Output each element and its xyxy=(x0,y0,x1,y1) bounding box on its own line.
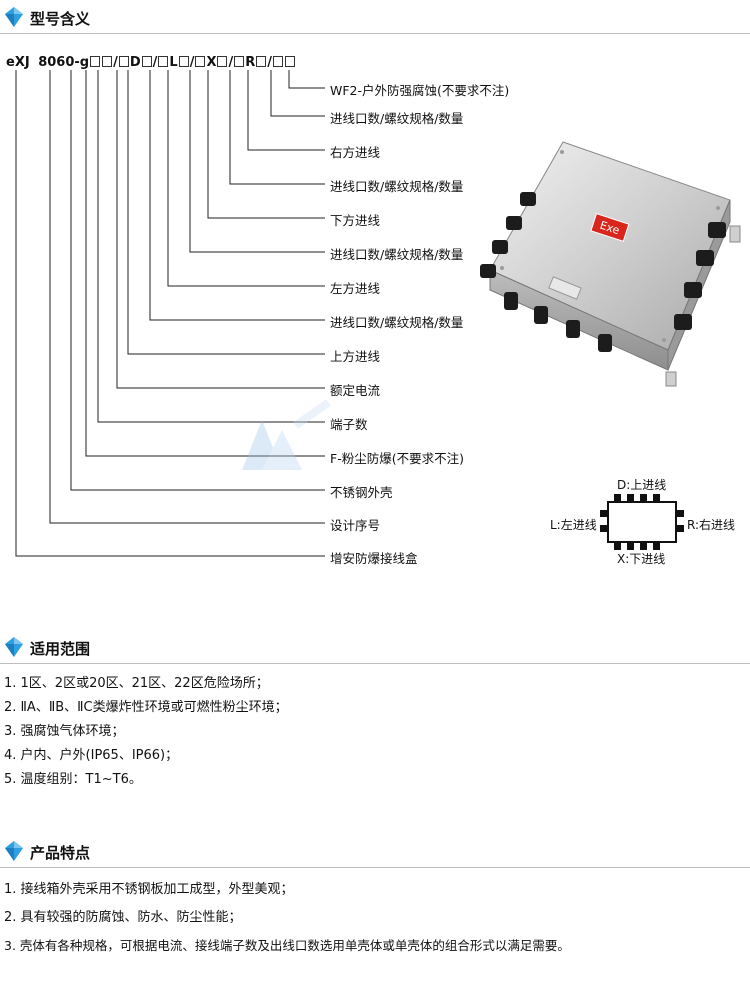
list-item: 1. 1区、2区或20区、21区、22区危险场所； xyxy=(4,676,269,691)
list-item: 2. 具有较强的防腐蚀、防水、防尘性能； xyxy=(4,910,242,925)
diamond-icon xyxy=(5,841,23,861)
code-placeholder xyxy=(141,56,152,67)
direction-top-label: D:上进线 xyxy=(617,478,667,492)
list-item: 3. 壳体有各种规格，可根据电流、接线端子数及出线口数选用单壳体或单壳体的组合形… xyxy=(4,938,570,953)
explanation-item: F-粉尘防爆(不要求不注) xyxy=(330,451,464,466)
list-item: 1. 接线箱外壳采用不锈钢板加工成型，外型美观； xyxy=(4,882,294,897)
explanation-item: 上方进线 xyxy=(330,349,381,364)
section-title: 适用范围 xyxy=(30,640,91,658)
scope-list: 1. 1区、2区或20区、21区、22区危险场所； 2. ⅡA、ⅡB、ⅡC类爆炸… xyxy=(4,672,288,792)
junction-box-image: Exe xyxy=(480,141,741,387)
explanation-item: 设计序号 xyxy=(330,518,381,533)
explanation-item: 增安防爆接线盒 xyxy=(330,551,418,566)
code-placeholder xyxy=(195,56,206,67)
section-title: 产品特点 xyxy=(30,844,91,862)
code-separator: / xyxy=(267,55,272,70)
code-separator: / xyxy=(228,55,234,70)
code-d: D xyxy=(129,55,141,70)
code-l: L xyxy=(169,55,178,70)
watermark-logo xyxy=(242,400,331,470)
code-placeholder xyxy=(178,56,189,67)
explanation-item: 额定电流 xyxy=(330,383,381,398)
direction-left-label: L:左进线 xyxy=(550,518,597,532)
section-title: 型号含义 xyxy=(30,10,91,28)
code-placeholder xyxy=(102,56,113,67)
list-item: 3. 强腐蚀气体环境； xyxy=(4,724,125,739)
model-code: eXJ 8060-g / D / L / X / R / xyxy=(6,55,296,70)
code-r: R xyxy=(245,55,256,70)
code-prefix: eXJ xyxy=(6,55,30,70)
direction-bottom-label: X:下进线 xyxy=(617,552,666,566)
explanation-item: 进线口数/螺纹规格/数量 xyxy=(330,247,464,262)
explanation-item: 进线口数/螺纹规格/数量 xyxy=(330,111,464,126)
explanation-item: 进线口数/螺纹规格/数量 xyxy=(330,179,464,194)
section-header-features: 产品特点 xyxy=(0,836,750,868)
code-placeholder xyxy=(118,56,129,67)
exe-badge: Exe xyxy=(598,219,621,238)
code-separator: / xyxy=(189,55,195,70)
explanation-item: 左方进线 xyxy=(330,281,381,296)
explanation-item: 不锈钢外壳 xyxy=(330,485,393,500)
code-x: X xyxy=(206,55,217,70)
code-placeholder xyxy=(273,56,283,67)
explanation-item: 端子数 xyxy=(330,417,368,432)
code-series: 8060-g xyxy=(38,55,90,70)
model-tree-lines xyxy=(15,70,325,557)
divider xyxy=(0,663,750,664)
divider xyxy=(0,867,750,868)
direction-right-label: R:右进线 xyxy=(687,518,736,532)
divider xyxy=(0,33,750,34)
diamond-icon xyxy=(5,637,23,657)
list-item: 4. 户内、户外(IP65、IP66)； xyxy=(4,748,179,763)
code-placeholder xyxy=(285,56,295,67)
list-item: 5. 温度组别：T1~T6。 xyxy=(4,772,142,787)
code-placeholder xyxy=(256,56,267,67)
explanation-item: 进线口数/螺纹规格/数量 xyxy=(330,315,464,330)
list-item: 2. ⅡA、ⅡB、ⅡC类爆炸性环境或可燃性粉尘环境； xyxy=(4,700,288,715)
explanation-item: WF2-户外防强腐蚀(不要求不注) xyxy=(330,83,510,98)
code-placeholder xyxy=(90,56,101,67)
features-list: 1. 接线箱外壳采用不锈钢板加工成型，外型美观； 2. 具有较强的防腐蚀、防水、… xyxy=(4,876,570,960)
code-separator: / xyxy=(113,55,118,70)
code-placeholder xyxy=(234,56,245,67)
section-header-scope: 适用范围 xyxy=(0,632,750,664)
direction-box-diagram xyxy=(600,494,684,550)
code-separator: / xyxy=(152,55,158,70)
code-placeholder xyxy=(217,56,228,67)
section-header-model: 型号含义 xyxy=(0,2,750,34)
explanation-item: 右方进线 xyxy=(330,145,381,160)
explanation-item: 下方进线 xyxy=(330,213,381,228)
code-placeholder xyxy=(158,56,169,67)
diamond-icon xyxy=(5,7,23,27)
